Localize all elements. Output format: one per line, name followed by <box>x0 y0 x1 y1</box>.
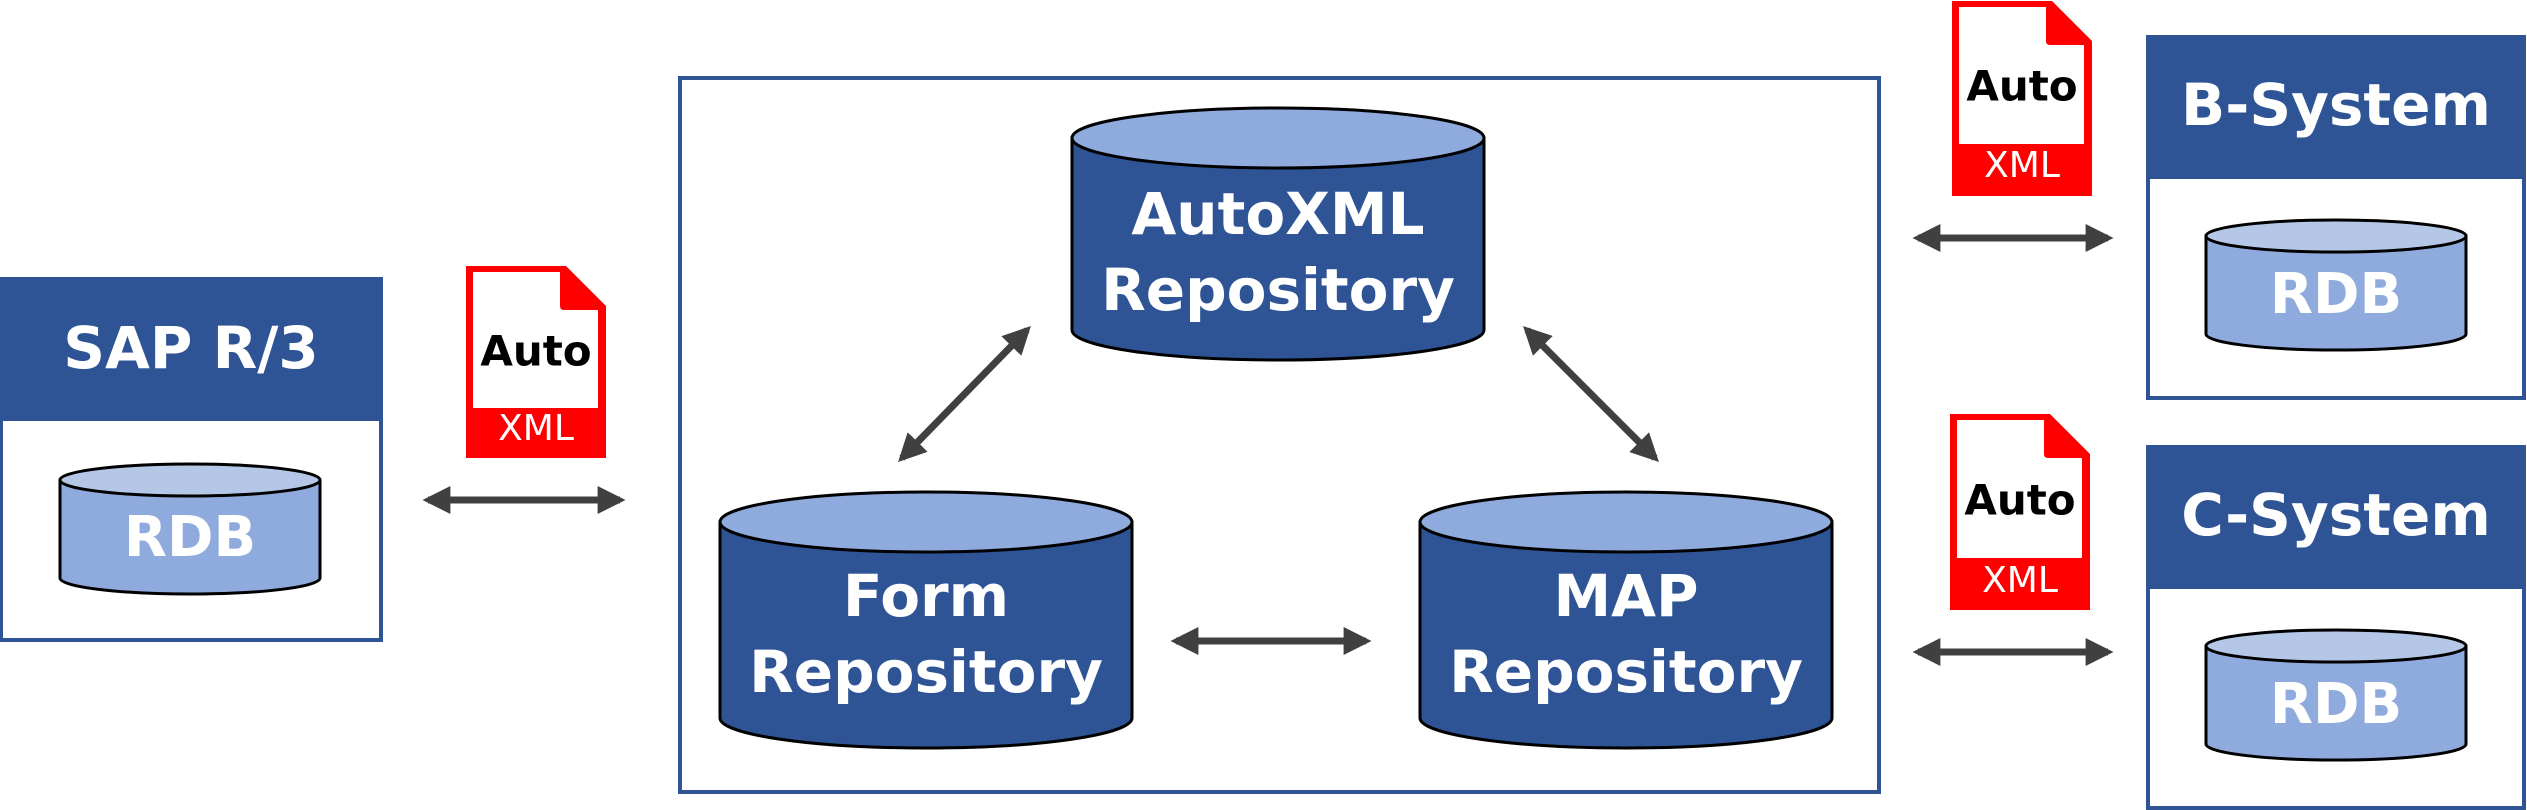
b-system-box: B-System RDB <box>2146 35 2526 400</box>
xml-icon-bottom-label: XML <box>498 408 574 449</box>
map-repository-cylinder: MAP Repository <box>1418 490 1834 750</box>
form-repository-label-line2: Repository <box>749 638 1103 706</box>
sap-rdb-label: RDB <box>124 505 256 570</box>
autoxml-repository-label-line1: AutoXML <box>1131 180 1424 248</box>
c-system-rdb-cylinder: RDB <box>2204 628 2468 762</box>
autoxml-map-arrow <box>1523 326 1659 462</box>
xml-icon-top-label: Auto <box>1966 62 2077 111</box>
form-repository-label-line1: Form <box>843 562 1009 630</box>
form-repository-cylinder: Form Repository <box>718 490 1134 750</box>
autoxml-repository-cylinder: AutoXML Repository <box>1070 106 1486 362</box>
c-system-box: C-System RDB <box>2146 445 2526 810</box>
xml-icon-bottom-label: XML <box>1984 145 2060 186</box>
sap-system-box: SAP R/3 RDB <box>0 277 383 642</box>
xml-icon-top-label: Auto <box>480 327 591 376</box>
map-repository-label-line1: MAP <box>1553 562 1698 630</box>
xml-file-icon: Auto XML <box>1950 414 2090 610</box>
sap-system-title: SAP R/3 <box>63 314 319 382</box>
b-system-rdb-label: RDB <box>2270 262 2402 327</box>
b-system-title: B-System <box>2181 71 2491 139</box>
autoxml-repository-label-line2: Repository <box>1101 256 1455 324</box>
autoxml-form-arrow <box>898 325 1031 463</box>
xml-icon-bottom-label: XML <box>1982 560 2058 601</box>
c-system-rdb-label: RDB <box>2270 672 2402 737</box>
xml-file-icon: Auto XML <box>1952 1 2092 196</box>
sap-rdb-cylinder: RDB <box>58 462 322 596</box>
b-system-rdb-cylinder: RDB <box>2204 218 2468 352</box>
c-system-title: C-System <box>2181 481 2491 549</box>
xml-icon-top-label: Auto <box>1964 476 2075 525</box>
map-repository-label-line2: Repository <box>1449 638 1803 706</box>
xml-file-icon: Auto XML <box>466 266 606 458</box>
